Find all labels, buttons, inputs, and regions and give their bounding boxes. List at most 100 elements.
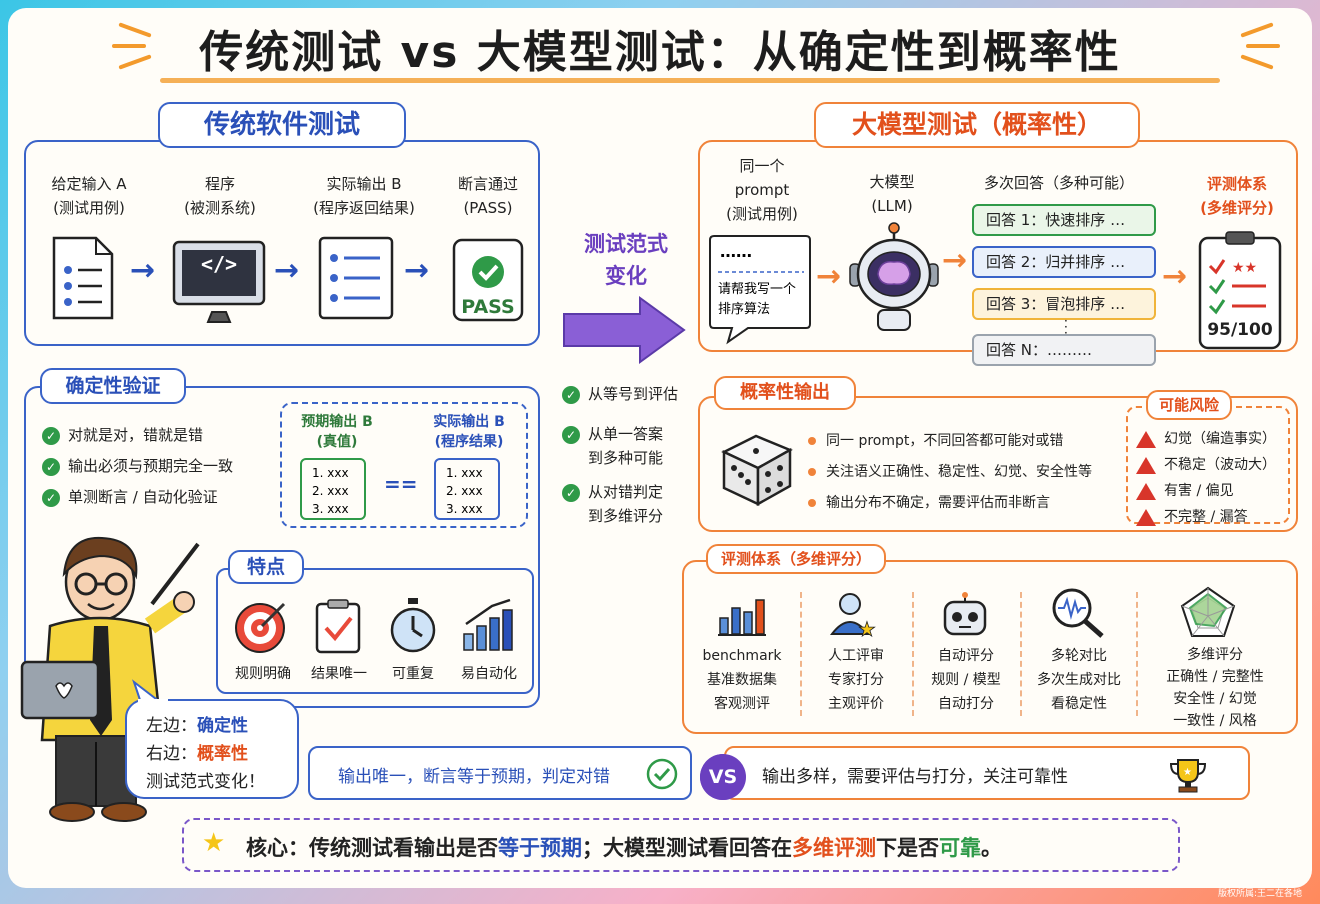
vs-badge-front: VS <box>700 754 746 800</box>
step-label: 实际输出 B(程序返回结果) <box>313 175 415 217</box>
check-icon: ✓ <box>42 457 60 476</box>
robot-icon <box>943 592 987 636</box>
person-star-icon: ★ <box>829 593 876 641</box>
bar-chart-icon <box>718 599 766 636</box>
risk-item: 有害 / 偏见 <box>1136 480 1234 500</box>
divider <box>1136 592 1138 716</box>
shift-item: ✓从等号到评估 <box>562 382 678 406</box>
llm-title: 大模型(LLM) <box>869 173 915 215</box>
features-header: 特点 <box>228 550 304 584</box>
page-title: 传统测试 vs 大模型测试：从确定性到概率性 <box>199 27 1121 78</box>
check-icon: ✓ <box>562 483 580 502</box>
llm-header: 大模型测试（概率性） <box>814 102 1140 148</box>
robot-brain-icon <box>849 222 939 331</box>
flow-arrow-icon: → <box>1162 259 1188 294</box>
prompt-bubble <box>709 235 811 345</box>
flow-arrow-icon: → <box>274 253 300 288</box>
risk-item: 不完整 / 漏答 <box>1136 506 1248 526</box>
compare-left-box <box>308 746 692 800</box>
divider <box>1020 592 1022 716</box>
big-arrow-icon <box>563 296 686 364</box>
warning-icon <box>1136 482 1156 500</box>
feature-label: 可重复 <box>392 666 434 682</box>
deterministic-item: ✓输出必须与预期完全一致 <box>42 455 233 476</box>
prob-output-item: 同一 prompt，不同回答都可能对或错 <box>808 430 1063 450</box>
check-icon: ✓ <box>42 426 60 445</box>
expected-output-title: 预期输出 B(真值) <box>301 414 373 450</box>
flow-arrow-icon: → <box>130 253 156 288</box>
eval-system-panel <box>682 560 1298 734</box>
trophy-icon: ★ <box>1169 759 1207 793</box>
flow-arrow-icon: → <box>942 243 968 278</box>
output-list-icon <box>318 236 394 320</box>
feature-label: 规则明确 <box>235 666 291 682</box>
code-icon: </> <box>200 252 238 276</box>
speech-bubble <box>125 679 299 799</box>
risk-item: 不稳定（波动大） <box>1136 454 1276 474</box>
prob-output-item: 关注语义正确性、稳定性、幻觉、安全性等 <box>808 461 1092 481</box>
feature-label: 易自动化 <box>461 666 517 682</box>
answer-item: 回答 2：归并排序 … <box>972 246 1156 278</box>
warning-icon <box>1136 456 1156 474</box>
actual-output-title: 实际输出 B(程序结果) <box>433 414 505 450</box>
svg-text:★: ★ <box>1183 767 1192 778</box>
assertion-compare-box <box>280 402 528 528</box>
prompt-text: 请帮我写一个排序算法 <box>718 282 797 317</box>
answer-item: 回答 1：快速排序 … <box>972 204 1156 236</box>
step-label: 断言通过(PASS) <box>457 175 518 217</box>
pass-label: PASS <box>461 296 515 318</box>
shift-item: ✓从单一答案到多种可能 <box>562 422 663 470</box>
svg-text:★★: ★★ <box>1232 260 1257 276</box>
deterministic-item: ✓对就是对，错就是错 <box>42 424 203 445</box>
clipboard-check-icon <box>315 599 361 654</box>
compare-right-box <box>724 746 1250 800</box>
core-summary-box <box>182 818 1180 872</box>
eval-title: 评测体系(多维评分) <box>1200 175 1274 217</box>
dice-icon <box>721 434 793 507</box>
risk-item: 幻觉（编造事实） <box>1136 428 1276 448</box>
check-icon: ✓ <box>562 425 580 444</box>
compare-left-text: 输出唯一，断言等于预期，判定对错 <box>338 767 610 787</box>
pass-icon <box>452 238 524 322</box>
shift-item: ✓从对错判定到多维评分 <box>562 480 663 528</box>
prob-output-header: 概率性输出 <box>714 376 856 410</box>
divider <box>800 592 802 716</box>
magnifier-wave-icon <box>1052 588 1104 638</box>
core-summary-text: 核心：传统测试看输出是否等于预期；大模型测试看回答在多维评测下是否可靠。 <box>246 836 1002 860</box>
warning-icon <box>1136 430 1156 448</box>
monitor-icon <box>172 240 266 323</box>
flow-arrow-icon: → <box>404 253 430 288</box>
svg-text:★: ★ <box>858 617 876 641</box>
feature-label: 结果唯一 <box>311 666 367 682</box>
title-spark <box>112 44 146 48</box>
step-label: 给定输入 A(测试用例) <box>51 175 127 217</box>
check-circle-icon <box>646 758 678 790</box>
step-label: 程序(被测系统) <box>184 175 256 217</box>
stopwatch-icon <box>390 598 436 653</box>
prob-output-item: 输出分布不确定，需要评估而非断言 <box>808 492 1050 512</box>
eval-column: 多轮对比多次生成对比看稳定性 <box>1037 648 1121 712</box>
deterministic-header: 确定性验证 <box>40 368 186 404</box>
score-value: 95/100 <box>1207 320 1273 340</box>
target-icon <box>235 602 286 653</box>
answer-item: 回答 N：……… <box>972 334 1156 366</box>
flow-arrow-icon: → <box>816 259 842 294</box>
check-icon: ✓ <box>42 488 60 507</box>
scorecard-icon: ★★ <box>1198 231 1282 350</box>
eval-column: 多维评分正确性 / 完整性安全性 / 幻觉一致性 / 风格 <box>1166 647 1264 729</box>
warning-icon <box>1136 508 1156 526</box>
answers-title: 多次回答（多种可能） <box>984 174 1135 192</box>
answer-item: 回答 3：冒泡排序 … <box>972 288 1156 320</box>
check-icon: ✓ <box>562 385 580 404</box>
divider <box>912 592 914 716</box>
title-underline <box>160 78 1220 83</box>
radar-chart-icon <box>1180 586 1236 637</box>
star-icon: ★ <box>202 828 226 858</box>
paradigm-shift-label: 测试范式变化 <box>584 232 668 288</box>
eval-system-header: 评测体系（多维评分） <box>706 544 886 574</box>
speech-bubble-text: 左边：确定性 右边：概率性 测试范式变化！ <box>146 716 265 792</box>
traditional-header: 传统软件测试 <box>158 102 406 148</box>
title-spark <box>1246 44 1280 48</box>
